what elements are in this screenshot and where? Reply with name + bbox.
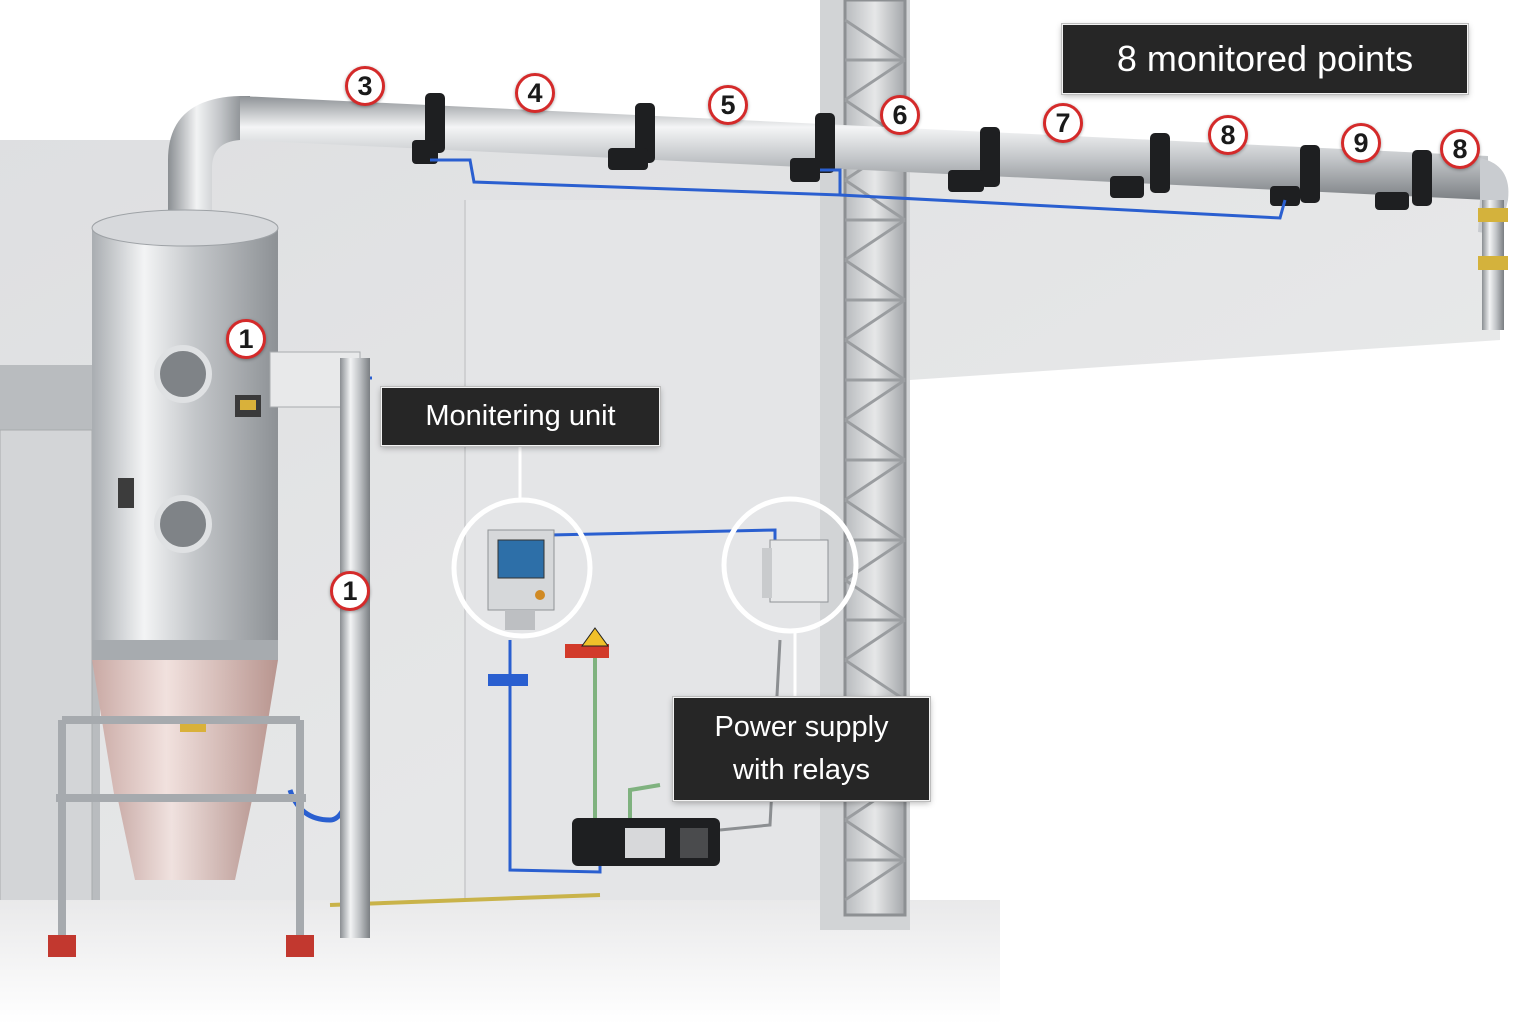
point-marker-duct: 1	[330, 571, 370, 611]
point-marker-pipe-f: 8	[1208, 115, 1248, 155]
ground-cable	[593, 640, 661, 820]
vessel-frame	[56, 716, 306, 940]
pipe-sensors	[412, 93, 1432, 210]
main-pipe	[240, 96, 1488, 200]
point-marker-pipe-a: 3	[345, 66, 385, 106]
point-marker-pipe-d: 6	[880, 95, 920, 135]
point-marker-pipe-h: 8	[1440, 129, 1480, 169]
relay-box	[572, 818, 720, 866]
pipe-bend	[168, 96, 250, 215]
power-supply-label-line1: Power supply	[714, 711, 889, 743]
power-supply-label: Power supply with relays	[673, 697, 930, 801]
yellow-coupling-2	[1478, 256, 1508, 270]
warning-label	[565, 644, 609, 658]
process-vessel	[91, 209, 279, 880]
point-marker-vessel: 1	[226, 319, 266, 359]
power-supply-highlight	[721, 496, 859, 634]
monitoring-unit-device	[487, 529, 555, 630]
frame-feet	[48, 935, 314, 957]
power-supply-label-line2: with relays	[733, 754, 870, 786]
monitoring-unit-label: Monitering unit	[381, 387, 660, 446]
cable-clip	[488, 674, 528, 686]
yellow-coupling-1	[1478, 208, 1508, 222]
monitored-points-title: 8 monitored points	[1062, 24, 1468, 94]
floor-cable	[329, 893, 601, 907]
point-marker-pipe-c: 5	[708, 85, 748, 125]
monitoring-unit-highlight	[451, 497, 593, 639]
left-cabinet-door	[0, 429, 93, 931]
warning-triangle	[581, 627, 609, 647]
point-marker-pipe-g: 9	[1341, 123, 1381, 163]
side-duct	[340, 358, 370, 938]
point-marker-pipe-e: 7	[1043, 103, 1083, 143]
power-supply-device	[762, 539, 829, 603]
point-marker-pipe-b: 4	[515, 73, 555, 113]
